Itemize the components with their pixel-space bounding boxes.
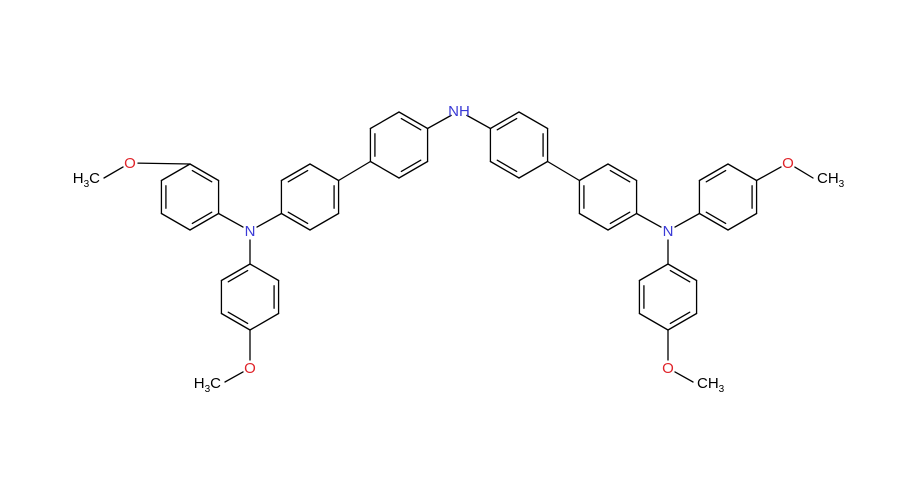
ring-left-outer-double-bond: [287, 169, 309, 183]
n-right-anisyl-top-bond: [674, 212, 701, 228]
ring-right-anisyl-bottom-bond: [638, 312, 669, 331]
ring-left-anisyl-bottom-double-bond: [227, 269, 249, 283]
ring-right-anisyl-top-bond: [727, 212, 758, 231]
ring-left-outer-bond: [309, 163, 340, 182]
ring-right-anisyl-top-double-bond: [705, 169, 727, 183]
ring-left-inner-bond: [398, 111, 429, 130]
methyl-label: CH3: [697, 375, 725, 395]
ring-right-anisyl-top-bond: [698, 163, 729, 182]
ring-right-outer-bond: [607, 212, 638, 231]
n-left-anisyl-top-bond: [217, 212, 244, 228]
methoxy-bond: [755, 166, 782, 182]
ring-left-inner-double-bond: [400, 117, 422, 131]
ring-right-outer-double-bond: [609, 169, 631, 183]
ring-right-anisyl-top-bond: [698, 212, 729, 231]
ring-left-inner-bond: [398, 160, 429, 179]
ring-right-outer-bond: [607, 163, 638, 182]
n-left-bond: [256, 212, 283, 228]
ring-left-anisyl-bottom-bond: [249, 312, 280, 331]
ring-left-anisyl-top-double-bond: [191, 211, 213, 225]
ring-left-anisyl-top-bond: [189, 163, 220, 182]
ring-left-inner-bond: [369, 111, 400, 130]
methyl-bond: [794, 166, 814, 179]
ring-right-inner-bond: [489, 160, 520, 179]
oxygen-label: O: [782, 155, 794, 172]
oxygen-label: O: [662, 360, 674, 377]
ring-right-inner-bond: [518, 111, 549, 130]
ring-right-inner-double-bond: [496, 117, 518, 131]
ring-left-inner-double-bond: [400, 159, 422, 173]
ring-right-inner-bond: [489, 111, 520, 130]
ring-left-anisyl-bottom-bond: [220, 312, 251, 331]
ring-right-anisyl-top-bond: [727, 163, 758, 182]
ring-left-anisyl-bottom-bond: [249, 263, 280, 282]
ring-right-anisyl-bottom-bond: [667, 263, 698, 282]
ring-left-anisyl-bottom-double-bond: [227, 311, 249, 325]
ring-right-anisyl-bottom-bond: [638, 263, 669, 282]
methyl-bond: [224, 371, 244, 383]
nh-label: NH: [448, 103, 470, 120]
ring-right-anisyl-bottom-bond: [667, 312, 698, 331]
methyl-label: H3C: [194, 375, 221, 395]
ring-left-anisyl-top-bond: [189, 212, 220, 231]
biphenyl-bond-left: [337, 160, 372, 182]
ring-left-anisyl-bottom-bond: [220, 263, 251, 282]
nh-bond-left: [426, 114, 452, 130]
ring-left-anisyl-top-bond: [160, 212, 191, 231]
ring-left-outer-double-bond: [287, 211, 309, 225]
ring-left-anisyl-top-double-bond: [191, 169, 213, 183]
ring-left-outer-bond: [309, 212, 340, 231]
ring-right-inner-double-bond: [496, 159, 518, 173]
ring-left-inner-bond: [369, 160, 400, 179]
ring-right-anisyl-bottom-double-bond: [669, 311, 691, 325]
oxygen-label: O: [244, 360, 256, 377]
ring-left-outer-bond: [280, 163, 311, 182]
ring-right-inner-bond: [518, 160, 549, 179]
ring-right-anisyl-bottom-double-bond: [669, 269, 691, 283]
nh-bond-right: [466, 114, 492, 130]
n-right-label: N: [663, 223, 674, 240]
methyl-label: CH3: [817, 170, 845, 190]
methyl-label: H3C: [73, 170, 100, 190]
n-right-bond: [635, 212, 662, 228]
ring-right-anisyl-top-double-bond: [705, 211, 727, 225]
ring-right-outer-bond: [578, 212, 609, 231]
methoxy-bond: [137, 162, 191, 165]
oxygen-label: O: [124, 155, 136, 172]
methyl-bond: [674, 371, 694, 383]
n-left-label: N: [245, 223, 256, 240]
methyl-bond: [103, 166, 124, 179]
ring-left-anisyl-top-bond: [160, 163, 191, 182]
ring-right-outer-bond: [578, 163, 609, 182]
ring-right-outer-double-bond: [609, 211, 631, 225]
biphenyl-bond-right: [546, 160, 581, 182]
ring-left-outer-bond: [280, 212, 311, 231]
